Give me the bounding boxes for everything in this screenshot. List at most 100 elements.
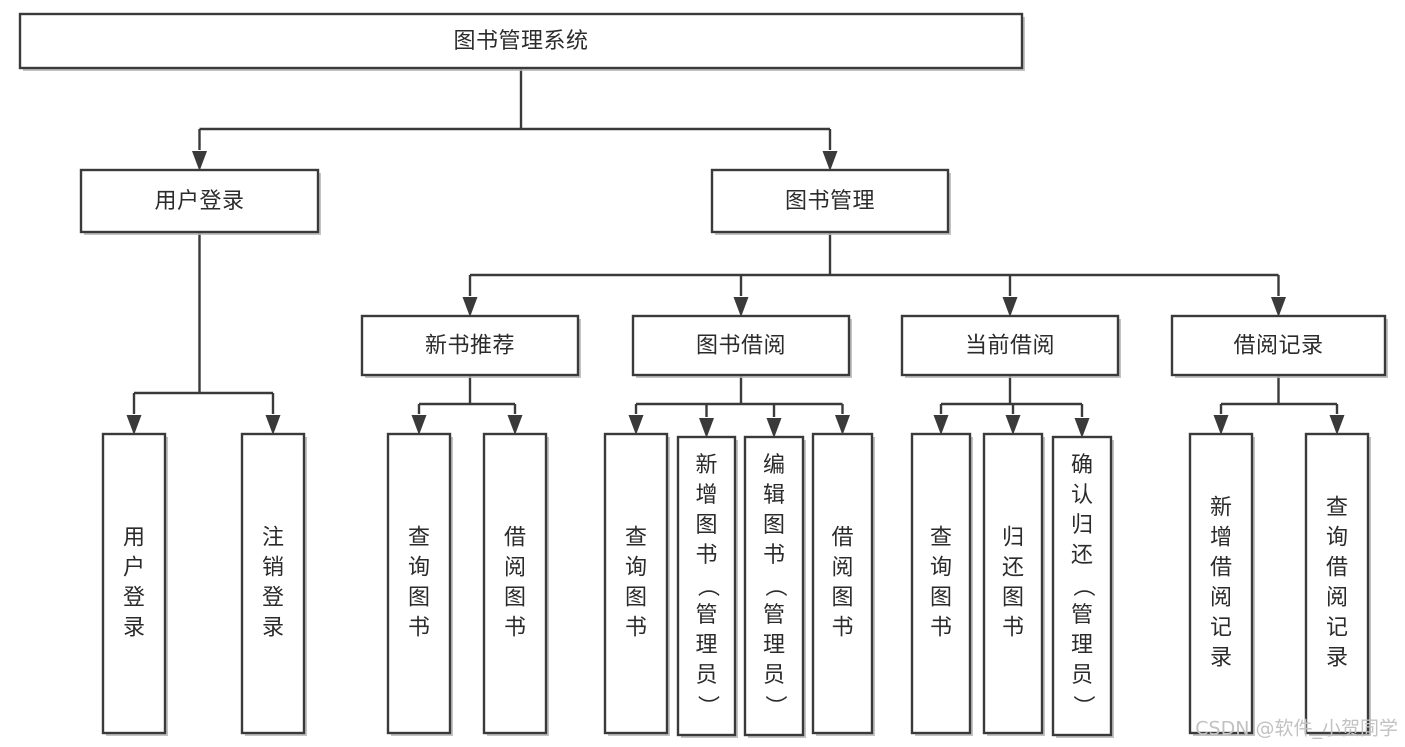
arrow-head-icon: [835, 415, 850, 435]
node-label-char: （: [695, 575, 720, 597]
arrow-head-icon: [126, 415, 142, 435]
node-leaf-user-login[interactable]: 用户登录: [101, 432, 168, 736]
node-label-char: 用: [123, 526, 145, 551]
node-label-char: 记: [1326, 616, 1348, 641]
node-book-manage[interactable]: 图书管理: [710, 168, 951, 235]
node-label-char: 查: [625, 526, 647, 551]
node-label-char: 书: [1002, 616, 1024, 641]
node-border: [386, 432, 452, 735]
watermark-label: CSDN @软件_小贺同学: [1195, 718, 1398, 740]
node-book-borrow[interactable]: 图书借阅: [631, 314, 852, 378]
connector-group: [126, 232, 281, 435]
node-label-char: 员: [1071, 663, 1093, 688]
node-border: [360, 314, 580, 377]
node-label-char: 书: [625, 616, 647, 641]
node-borrow-record[interactable]: 借阅记录: [1170, 314, 1388, 378]
node-label-char: 理: [763, 633, 785, 658]
node-border: [1188, 432, 1254, 735]
node-label-char: （: [762, 575, 787, 597]
connector-group: [192, 68, 838, 171]
node-border: [18, 12, 1024, 70]
node-current-borrow[interactable]: 当前借阅: [900, 314, 1121, 378]
connector-group: [1213, 375, 1345, 435]
node-label-char: 录: [123, 616, 145, 641]
node-label-char: 辑: [763, 483, 785, 508]
node-label: 图书管理系统: [453, 29, 588, 54]
node-label-char: 借: [504, 526, 526, 551]
node-label-char: ）: [695, 695, 720, 717]
node-root[interactable]: 图书管理系统: [18, 12, 1025, 71]
node-border: [982, 432, 1044, 735]
node-label-char: ）: [1070, 695, 1095, 717]
node-label-char: 阅: [831, 556, 853, 581]
arrow-head-icon: [733, 297, 749, 317]
node-layer: 图书管理系统用户登录图书管理新书推荐图书借阅当前借阅借阅记录用户登录注销登录查询…: [18, 12, 1388, 738]
arrow-head-icon: [192, 151, 207, 171]
node-label-char: 图: [831, 586, 853, 611]
arrow-head-icon: [1213, 415, 1229, 435]
node-label-char: 借: [1326, 556, 1348, 581]
node-label-char: 还: [1071, 543, 1093, 568]
node-border: [482, 432, 548, 735]
node-label-char: 询: [1326, 526, 1348, 551]
node-label-char: 认: [1071, 483, 1093, 508]
node-border: [676, 435, 737, 737]
node-label: 当前借阅: [965, 334, 1055, 359]
node-label-char: 增: [695, 483, 717, 508]
arrow-head-icon: [507, 415, 523, 435]
node-label-char: 增: [1210, 526, 1232, 551]
arrow-head-icon: [766, 418, 782, 438]
node-label-char: 新: [695, 453, 717, 478]
node-label: 新书推荐: [425, 334, 515, 359]
node-label-char: 图: [763, 513, 785, 538]
node-label-char: 理: [695, 633, 717, 658]
node-label-char: 记: [1210, 616, 1232, 641]
arrow-head-icon: [1002, 297, 1018, 317]
connector-group: [933, 375, 1090, 438]
node-label-char: 书: [930, 616, 952, 641]
node-label-char: 新: [1210, 496, 1232, 521]
node-user-login[interactable]: 用户登录: [79, 168, 321, 235]
node-label-char: 注: [262, 526, 284, 551]
node-label-char: 图: [504, 586, 526, 611]
node-label-char: 询: [930, 556, 952, 581]
node-label-char: 查: [1326, 496, 1348, 521]
node-border: [900, 314, 1120, 377]
node-label-char: 图: [408, 586, 430, 611]
arrow-head-icon: [462, 297, 478, 317]
node-label-char: 借: [1210, 556, 1232, 581]
node-label-char: 登: [123, 586, 145, 611]
node-label-char: 员: [763, 663, 785, 688]
node-label-char: 户: [123, 556, 145, 581]
node-label-char: 登: [262, 586, 284, 611]
node-label-char: 编: [763, 453, 785, 478]
node-label-char: 确: [1071, 453, 1093, 478]
node-label: 用户登录: [154, 189, 244, 214]
arrow-head-icon: [1329, 415, 1345, 435]
node-new-book-rec[interactable]: 新书推荐: [360, 314, 581, 378]
node-label-char: 阅: [1326, 586, 1348, 611]
node-label-char: 理: [1071, 633, 1093, 658]
node-border: [1051, 435, 1113, 737]
node-label-char: 查: [408, 526, 430, 551]
node-border: [101, 432, 167, 735]
node-border: [910, 432, 972, 735]
